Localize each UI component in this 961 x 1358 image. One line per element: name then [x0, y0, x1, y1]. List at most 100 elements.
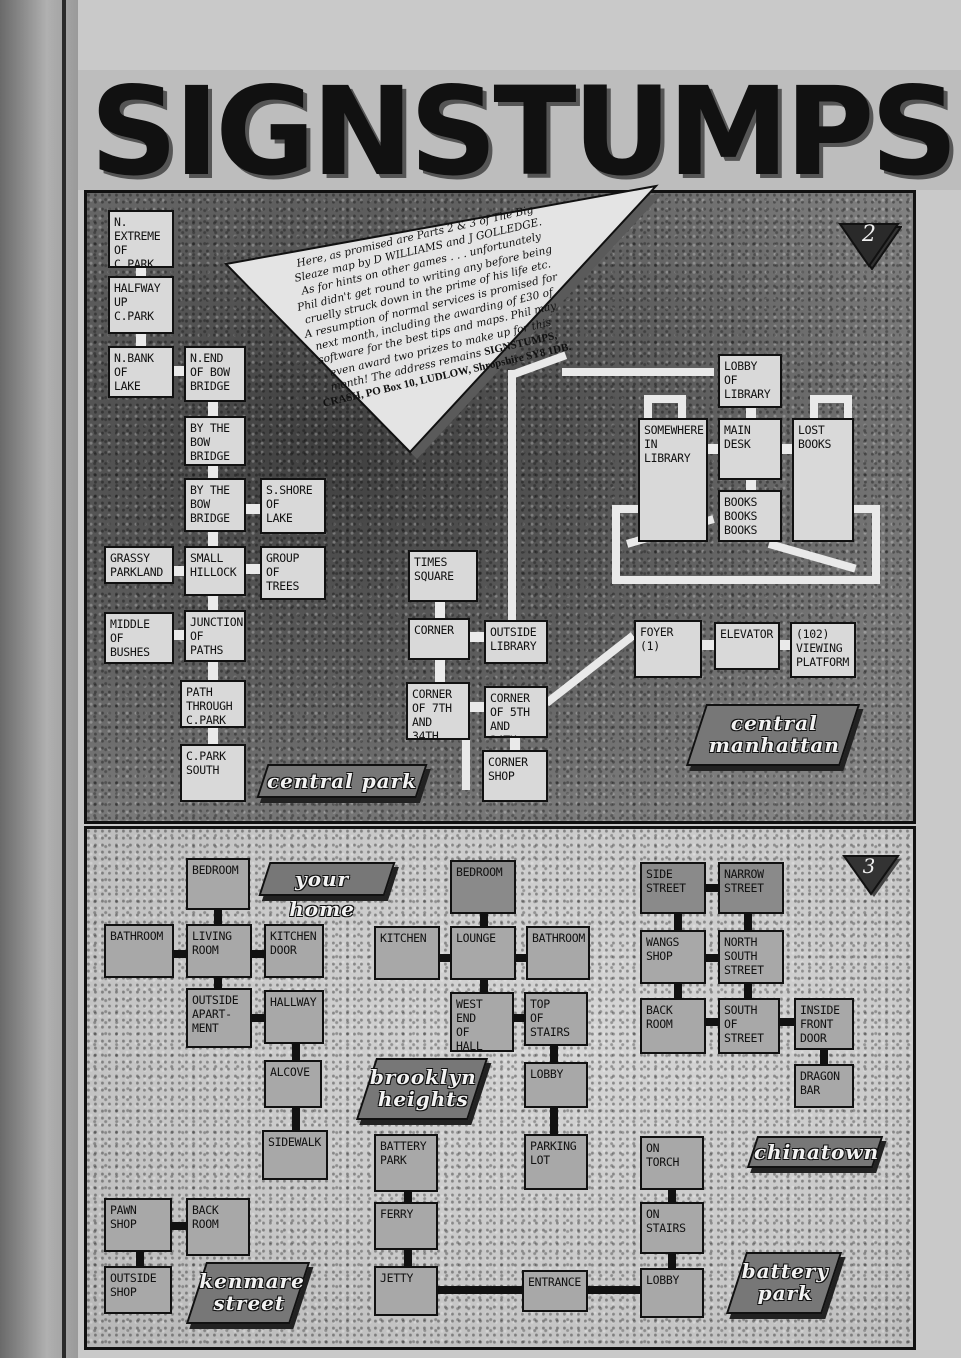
library-outline — [810, 395, 850, 403]
room-n-extreme-c-park[interactable]: N. EXTREME OF C.PARK — [108, 210, 174, 268]
room-west-end-of-hall[interactable]: WEST END OF HALL — [450, 992, 514, 1052]
room-brooklyn-lobby[interactable]: LOBBY — [524, 1062, 588, 1108]
room-on-stairs[interactable]: ON STAIRS — [640, 1202, 704, 1254]
room-corner-shop[interactable]: CORNER SHOP — [482, 750, 548, 802]
room-south-of-street[interactable]: SOUTH OF STREET — [718, 998, 780, 1054]
room-main-desk[interactable]: MAIN DESK — [718, 418, 782, 480]
room-link — [470, 632, 484, 642]
region-label-your-home: your home — [258, 862, 396, 921]
room-halfway-up-c-park[interactable]: HALFWAY UP C.PARK — [108, 276, 174, 334]
room-battery-lobby[interactable]: LOBBY — [640, 1268, 704, 1318]
room-middle-of-bushes[interactable]: MIDDLE OF BUSHES — [104, 612, 174, 664]
path-connector — [462, 740, 470, 790]
room-somewhere-in-library[interactable]: SOMEWHERE IN LIBRARY — [638, 418, 708, 542]
room-link — [706, 954, 720, 962]
region-text: kenmare street — [199, 1269, 305, 1315]
room-corner[interactable]: CORNER — [408, 618, 470, 660]
room-link — [136, 1252, 144, 1266]
room-n-bank-of-lake[interactable]: N.BANK OF LAKE — [108, 346, 174, 398]
library-outline — [844, 395, 852, 420]
room-link — [480, 978, 488, 992]
room-battery-park[interactable]: BATTERY PARK — [374, 1134, 438, 1192]
room-on-torch[interactable]: ON TORCH — [640, 1136, 704, 1190]
region-label-kenmare-street: kenmare street — [185, 1262, 311, 1324]
room-kitchen-door[interactable]: KITCHEN DOOR — [264, 924, 324, 978]
room-elevator[interactable]: ELEVATOR — [714, 622, 780, 670]
room-inside-front-door[interactable]: INSIDE FRONT DOOR — [794, 998, 854, 1050]
room-corner-of-7th-and-34th[interactable]: CORNER OF 7th AND 34th — [406, 682, 470, 740]
room-outside-apartment[interactable]: OUTSIDE APART- MENT — [186, 988, 252, 1048]
room-living-room[interactable]: LIVING ROOM — [186, 924, 252, 978]
room-wangs-shop[interactable]: WANGS SHOP — [640, 930, 706, 984]
library-outline — [612, 505, 638, 513]
room-link — [208, 596, 218, 610]
library-outline — [644, 395, 684, 403]
room-jetty[interactable]: JETTY — [374, 1266, 438, 1316]
room-grassy-parkland[interactable]: GRASSY PARKLAND — [104, 546, 174, 584]
room-books-books-books[interactable]: BOOKS BOOKS BOOKS — [718, 490, 782, 542]
room-n-end-of-bow-bridge[interactable]: N.END OF BOW BRIDGE — [184, 346, 246, 402]
room-top-of-stairs[interactable]: TOP OF STAIRS — [524, 992, 588, 1046]
library-outline — [810, 395, 818, 420]
room-group-of-trees[interactable]: GROUP OF TREES — [260, 546, 326, 600]
room-entrance[interactable]: ENTRANCE — [522, 1270, 588, 1312]
room-link — [706, 1018, 720, 1026]
library-outline — [612, 576, 880, 584]
room-lost-books[interactable]: LOST BOOKS — [792, 418, 854, 542]
room-parking-lot[interactable]: PARKING LOT — [524, 1134, 588, 1190]
room-link — [214, 910, 222, 926]
room-viewing-platform[interactable]: (102) VIEWING PLATFORM — [790, 622, 856, 678]
room-pawn-shop[interactable]: PAWN SHOP — [104, 1198, 172, 1252]
room-small-hillock[interactable]: SMALL HILLOCK — [184, 546, 246, 596]
room-link — [136, 334, 146, 348]
room-by-the-bow-bridge-2[interactable]: BY THE BOW BRIDGE — [184, 478, 246, 532]
room-path-through-c-park[interactable]: PATH THROUGH C.PARK — [180, 680, 246, 728]
room-brooklyn-bedroom[interactable]: BEDROOM — [450, 860, 516, 914]
room-home-bedroom[interactable]: BEDROOM — [186, 858, 250, 910]
room-link — [668, 1190, 676, 1202]
room-link — [746, 480, 756, 490]
room-link — [510, 738, 520, 750]
room-home-bathroom[interactable]: BATHROOM — [104, 924, 174, 978]
room-lobby-of-library[interactable]: LOBBY OF LIBRARY — [718, 354, 782, 408]
room-brooklyn-kitchen[interactable]: KITCHEN — [374, 926, 440, 980]
room-outside-shop[interactable]: OUTSIDE SHOP — [104, 1266, 172, 1314]
room-alcove[interactable]: ALCOVE — [264, 1060, 322, 1108]
room-link — [252, 950, 264, 958]
room-corner-of-5th-and-34th[interactable]: CORNER OF 5th AND 34th — [484, 686, 548, 738]
room-side-street[interactable]: SIDE STREET — [640, 862, 706, 914]
room-hallway[interactable]: HALLWAY — [264, 990, 324, 1044]
room-link — [252, 1014, 264, 1022]
room-chinatown-back-room[interactable]: BACK ROOM — [640, 998, 706, 1054]
library-outline — [644, 395, 652, 420]
room-outside-library[interactable]: OUTSIDE LIBRARY — [484, 620, 548, 664]
room-link — [820, 1050, 828, 1064]
library-outline — [612, 505, 620, 583]
room-s-shore-of-lake[interactable]: S.SHORE OF LAKE — [260, 478, 326, 534]
library-outline — [854, 505, 880, 513]
room-link — [744, 914, 752, 930]
room-foyer[interactable]: FOYER (1) — [634, 620, 702, 678]
room-sidewalk[interactable]: SIDEWALK — [262, 1130, 328, 1180]
room-narrow-street[interactable]: NARROW STREET — [718, 862, 784, 914]
room-link — [174, 566, 184, 576]
room-link — [292, 1108, 300, 1132]
region-text: your home — [289, 867, 356, 921]
room-dragon-bar[interactable]: DRAGON BAR — [794, 1064, 854, 1108]
room-ferry[interactable]: FERRY — [374, 1202, 438, 1250]
room-link — [668, 1254, 676, 1268]
room-junction-of-paths[interactable]: JUNCTION OF PATHS — [184, 610, 246, 662]
room-kenmare-back-room[interactable]: BACK ROOM — [186, 1198, 250, 1256]
path-connector — [562, 368, 714, 376]
room-link — [780, 1018, 794, 1026]
room-by-the-bow-bridge-1[interactable]: BY THE BOW BRIDGE — [184, 416, 246, 466]
room-link — [516, 954, 528, 962]
room-times-square[interactable]: TIMES SQUARE — [408, 550, 478, 602]
room-link — [782, 444, 792, 454]
room-c-park-south[interactable]: C.PARK SOUTH — [180, 744, 246, 802]
room-brooklyn-bathroom[interactable]: BATHROOM — [526, 926, 590, 980]
room-link — [208, 728, 218, 744]
room-brooklyn-lounge[interactable]: LOUNGE — [450, 926, 516, 980]
room-north-south-street[interactable]: NORTH SOUTH STREET — [718, 930, 784, 984]
